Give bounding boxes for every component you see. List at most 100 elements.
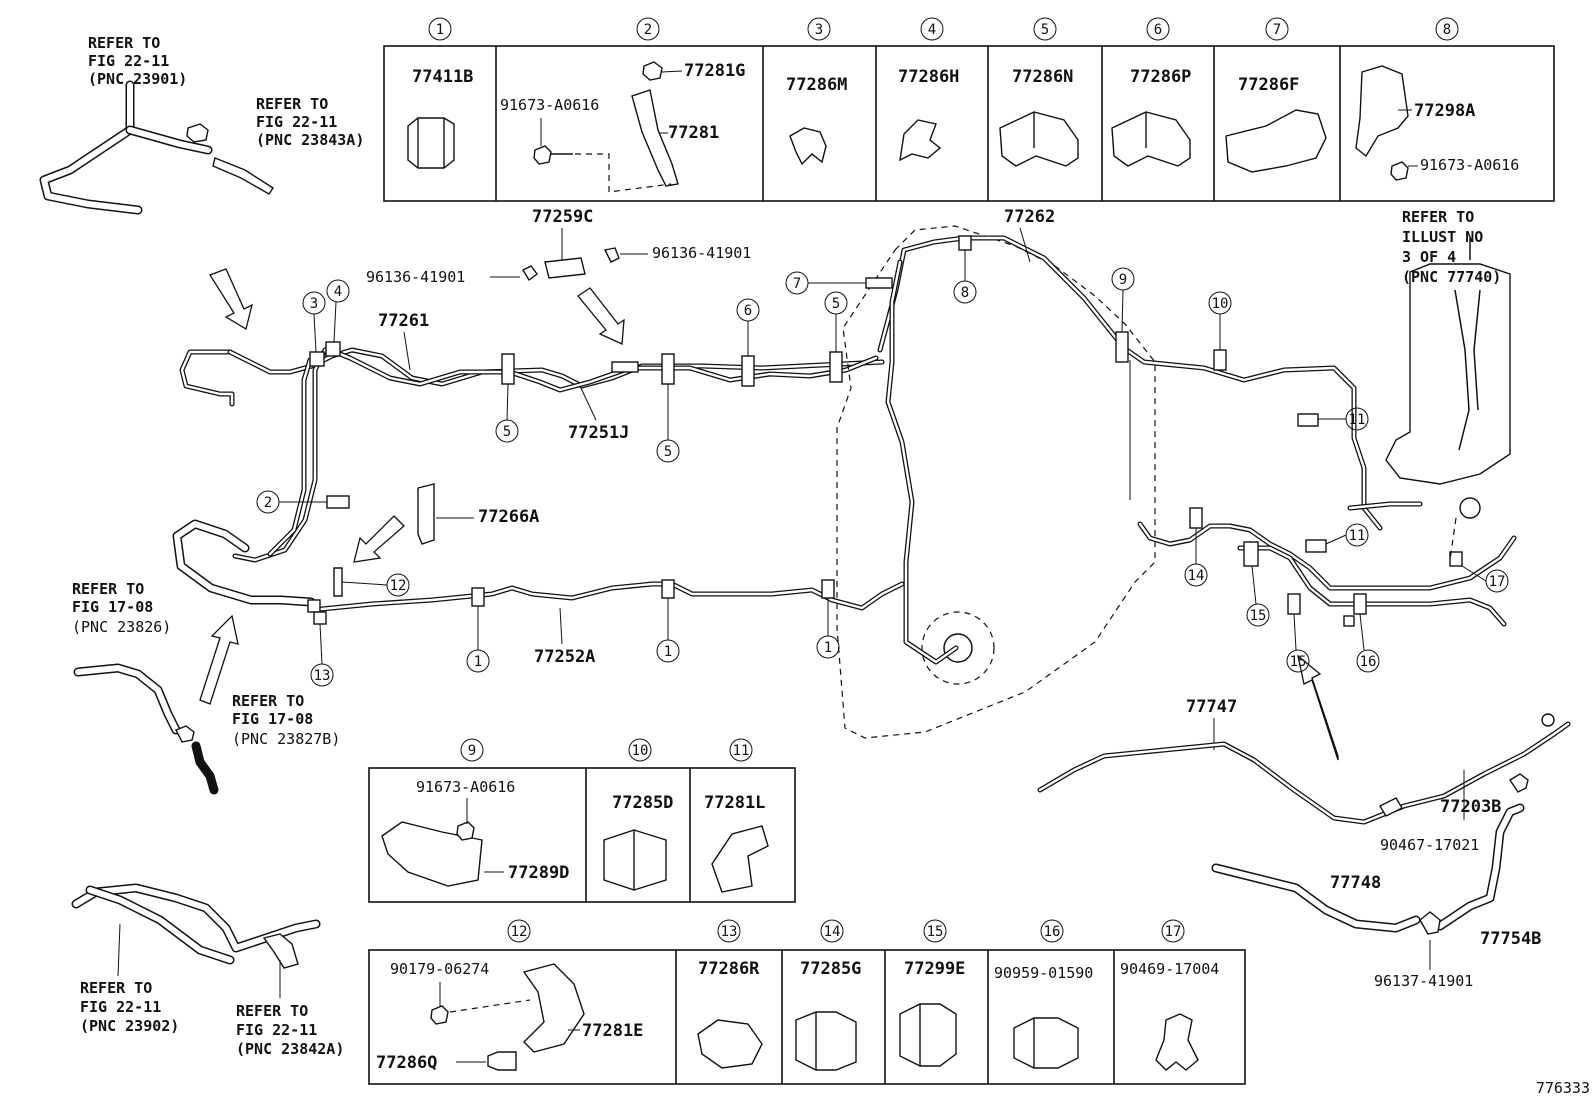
callout-12: 12	[341, 573, 410, 597]
svg-text:5: 5	[503, 424, 511, 440]
svg-text:8: 8	[961, 285, 969, 301]
svg-text:17: 17	[1165, 924, 1182, 940]
part-90959-01590: 90959-01590	[994, 964, 1093, 982]
pipe-set-upper	[172, 341, 885, 607]
callout-14: 14	[1184, 528, 1208, 587]
clip-77299E-drawing	[899, 1003, 957, 1067]
callout-5: 5	[495, 383, 519, 443]
svg-text:10: 10	[632, 743, 649, 759]
part-77286F: 77286F	[1238, 75, 1299, 95]
label-96136-41901-right: 96136-41901	[652, 244, 751, 262]
refer-note-23826: REFER TO FIG 17-08 (PNC 23826)	[72, 580, 171, 636]
svg-text:REFER TO: REFER TO	[88, 34, 160, 52]
callout-10: 10	[1208, 291, 1232, 350]
svg-text:5: 5	[1041, 22, 1049, 38]
part-77281G: 77281G	[684, 61, 745, 81]
svg-text:(PNC 23827B): (PNC 23827B)	[232, 730, 340, 748]
clip-77286R-drawing	[697, 1019, 763, 1069]
col-header-3: 3	[807, 17, 831, 41]
col-header-11: 11	[729, 738, 753, 762]
col-header-12: 12	[507, 919, 531, 943]
part-77281E: 77281E	[582, 1021, 643, 1041]
svg-text:4: 4	[334, 284, 342, 300]
svg-text:13: 13	[314, 668, 331, 684]
bracket-77289D-drawing	[381, 821, 483, 887]
part-77286N: 77286N	[1012, 67, 1073, 87]
svg-text:FIG 17-08: FIG 17-08	[232, 710, 313, 728]
callout-4: 4	[326, 279, 350, 343]
callouts: 3 4 5 5 6 7 5 8 9 10 11 11 2 12 13 1 1 1…	[256, 250, 1509, 687]
svg-text:13: 13	[721, 924, 738, 940]
hose-23902-drawing	[71, 883, 321, 998]
svg-text:16: 16	[1360, 654, 1377, 670]
bolt-col2-drawing	[533, 145, 573, 165]
callout-3: 3	[302, 291, 326, 353]
label-77748: 77748	[1330, 873, 1381, 893]
col-header-6: 6	[1146, 17, 1170, 41]
svg-text:(PNC 23902): (PNC 23902)	[80, 1017, 179, 1035]
arrow-icon	[199, 614, 239, 705]
col-header-2: 2	[636, 17, 660, 41]
bracket-77281-drawing	[631, 89, 679, 187]
callout-16: 16	[1356, 613, 1380, 673]
svg-text:17: 17	[1489, 574, 1506, 590]
part-91673-A0616-col9: 91673-A0616	[416, 778, 515, 796]
svg-text:2: 2	[644, 22, 652, 38]
svg-text:15: 15	[927, 924, 944, 940]
part-77286M: 77286M	[786, 75, 847, 95]
svg-text:REFER TO: REFER TO	[80, 979, 152, 997]
part-77298A: 77298A	[1414, 101, 1475, 121]
callout-17: 17	[1461, 565, 1509, 593]
svg-text:ILLUST NO: ILLUST NO	[1402, 228, 1483, 246]
svg-text:(PNC 23843A): (PNC 23843A)	[256, 131, 364, 149]
callout-1: 1	[816, 598, 840, 659]
col-header-16: 16	[1040, 919, 1064, 943]
col-header-10: 10	[628, 738, 652, 762]
clip-77286M-drawing	[789, 127, 827, 166]
callout-6: 6	[736, 298, 760, 356]
col-header-1: 1	[428, 17, 452, 41]
svg-text:FIG 22-11: FIG 22-11	[236, 1021, 317, 1039]
svg-text:10: 10	[1212, 296, 1229, 312]
clip-77286N-drawing	[999, 111, 1079, 167]
part-77281L: 77281L	[704, 793, 765, 813]
bottom-parts-table: 12 13 14 15 16 17 90179-06274 77281E 772…	[368, 919, 1246, 1085]
clip-77411B-drawing	[407, 117, 455, 169]
part-77411B: 77411B	[412, 67, 473, 87]
clip-77285D-drawing	[603, 829, 667, 891]
svg-text:2: 2	[264, 495, 272, 511]
callout-1: 1	[466, 606, 490, 673]
part-77286Q: 77286Q	[376, 1053, 437, 1073]
svg-text:16: 16	[1044, 924, 1061, 940]
col-header-17: 17	[1161, 919, 1185, 943]
svg-text:5: 5	[664, 444, 672, 460]
part-77285G: 77285G	[800, 959, 861, 979]
fuel-tank-outline	[836, 225, 1383, 739]
label-77261: 77261	[378, 311, 429, 331]
svg-text:(PNC 23901): (PNC 23901)	[88, 70, 187, 88]
svg-text:7: 7	[1273, 22, 1281, 38]
svg-text:3 OF 4: 3 OF 4	[1402, 248, 1456, 266]
svg-text:FIG 22-11: FIG 22-11	[80, 998, 161, 1016]
svg-text:14: 14	[824, 924, 841, 940]
label-96136-41901-left: 96136-41901	[366, 268, 465, 286]
hose-23901-drawing	[39, 80, 274, 215]
svg-text:12: 12	[511, 924, 528, 940]
part-77286H: 77286H	[898, 67, 959, 87]
col-header-4: 4	[920, 17, 944, 41]
svg-text:1: 1	[824, 640, 832, 656]
part-77281: 77281	[668, 123, 719, 143]
callout-1: 1	[656, 598, 680, 663]
svg-text:(PNC 77740): (PNC 77740)	[1402, 268, 1501, 286]
callout-11: 11	[1325, 523, 1369, 547]
label-96137-41901: 96137-41901	[1374, 972, 1473, 990]
refer-note-23902: REFER TO FIG 22-11 (PNC 23902)	[80, 979, 179, 1035]
col-header-8: 8	[1435, 17, 1459, 41]
diagram-code: 776333	[1536, 1079, 1590, 1097]
arrow-icon	[577, 287, 625, 345]
svg-text:3: 3	[310, 296, 318, 312]
clip-90469-drawing	[1155, 1013, 1199, 1071]
svg-text:11: 11	[733, 743, 750, 759]
svg-text:FIG 22-11: FIG 22-11	[256, 113, 337, 131]
label-77259C: 77259C	[532, 207, 593, 227]
